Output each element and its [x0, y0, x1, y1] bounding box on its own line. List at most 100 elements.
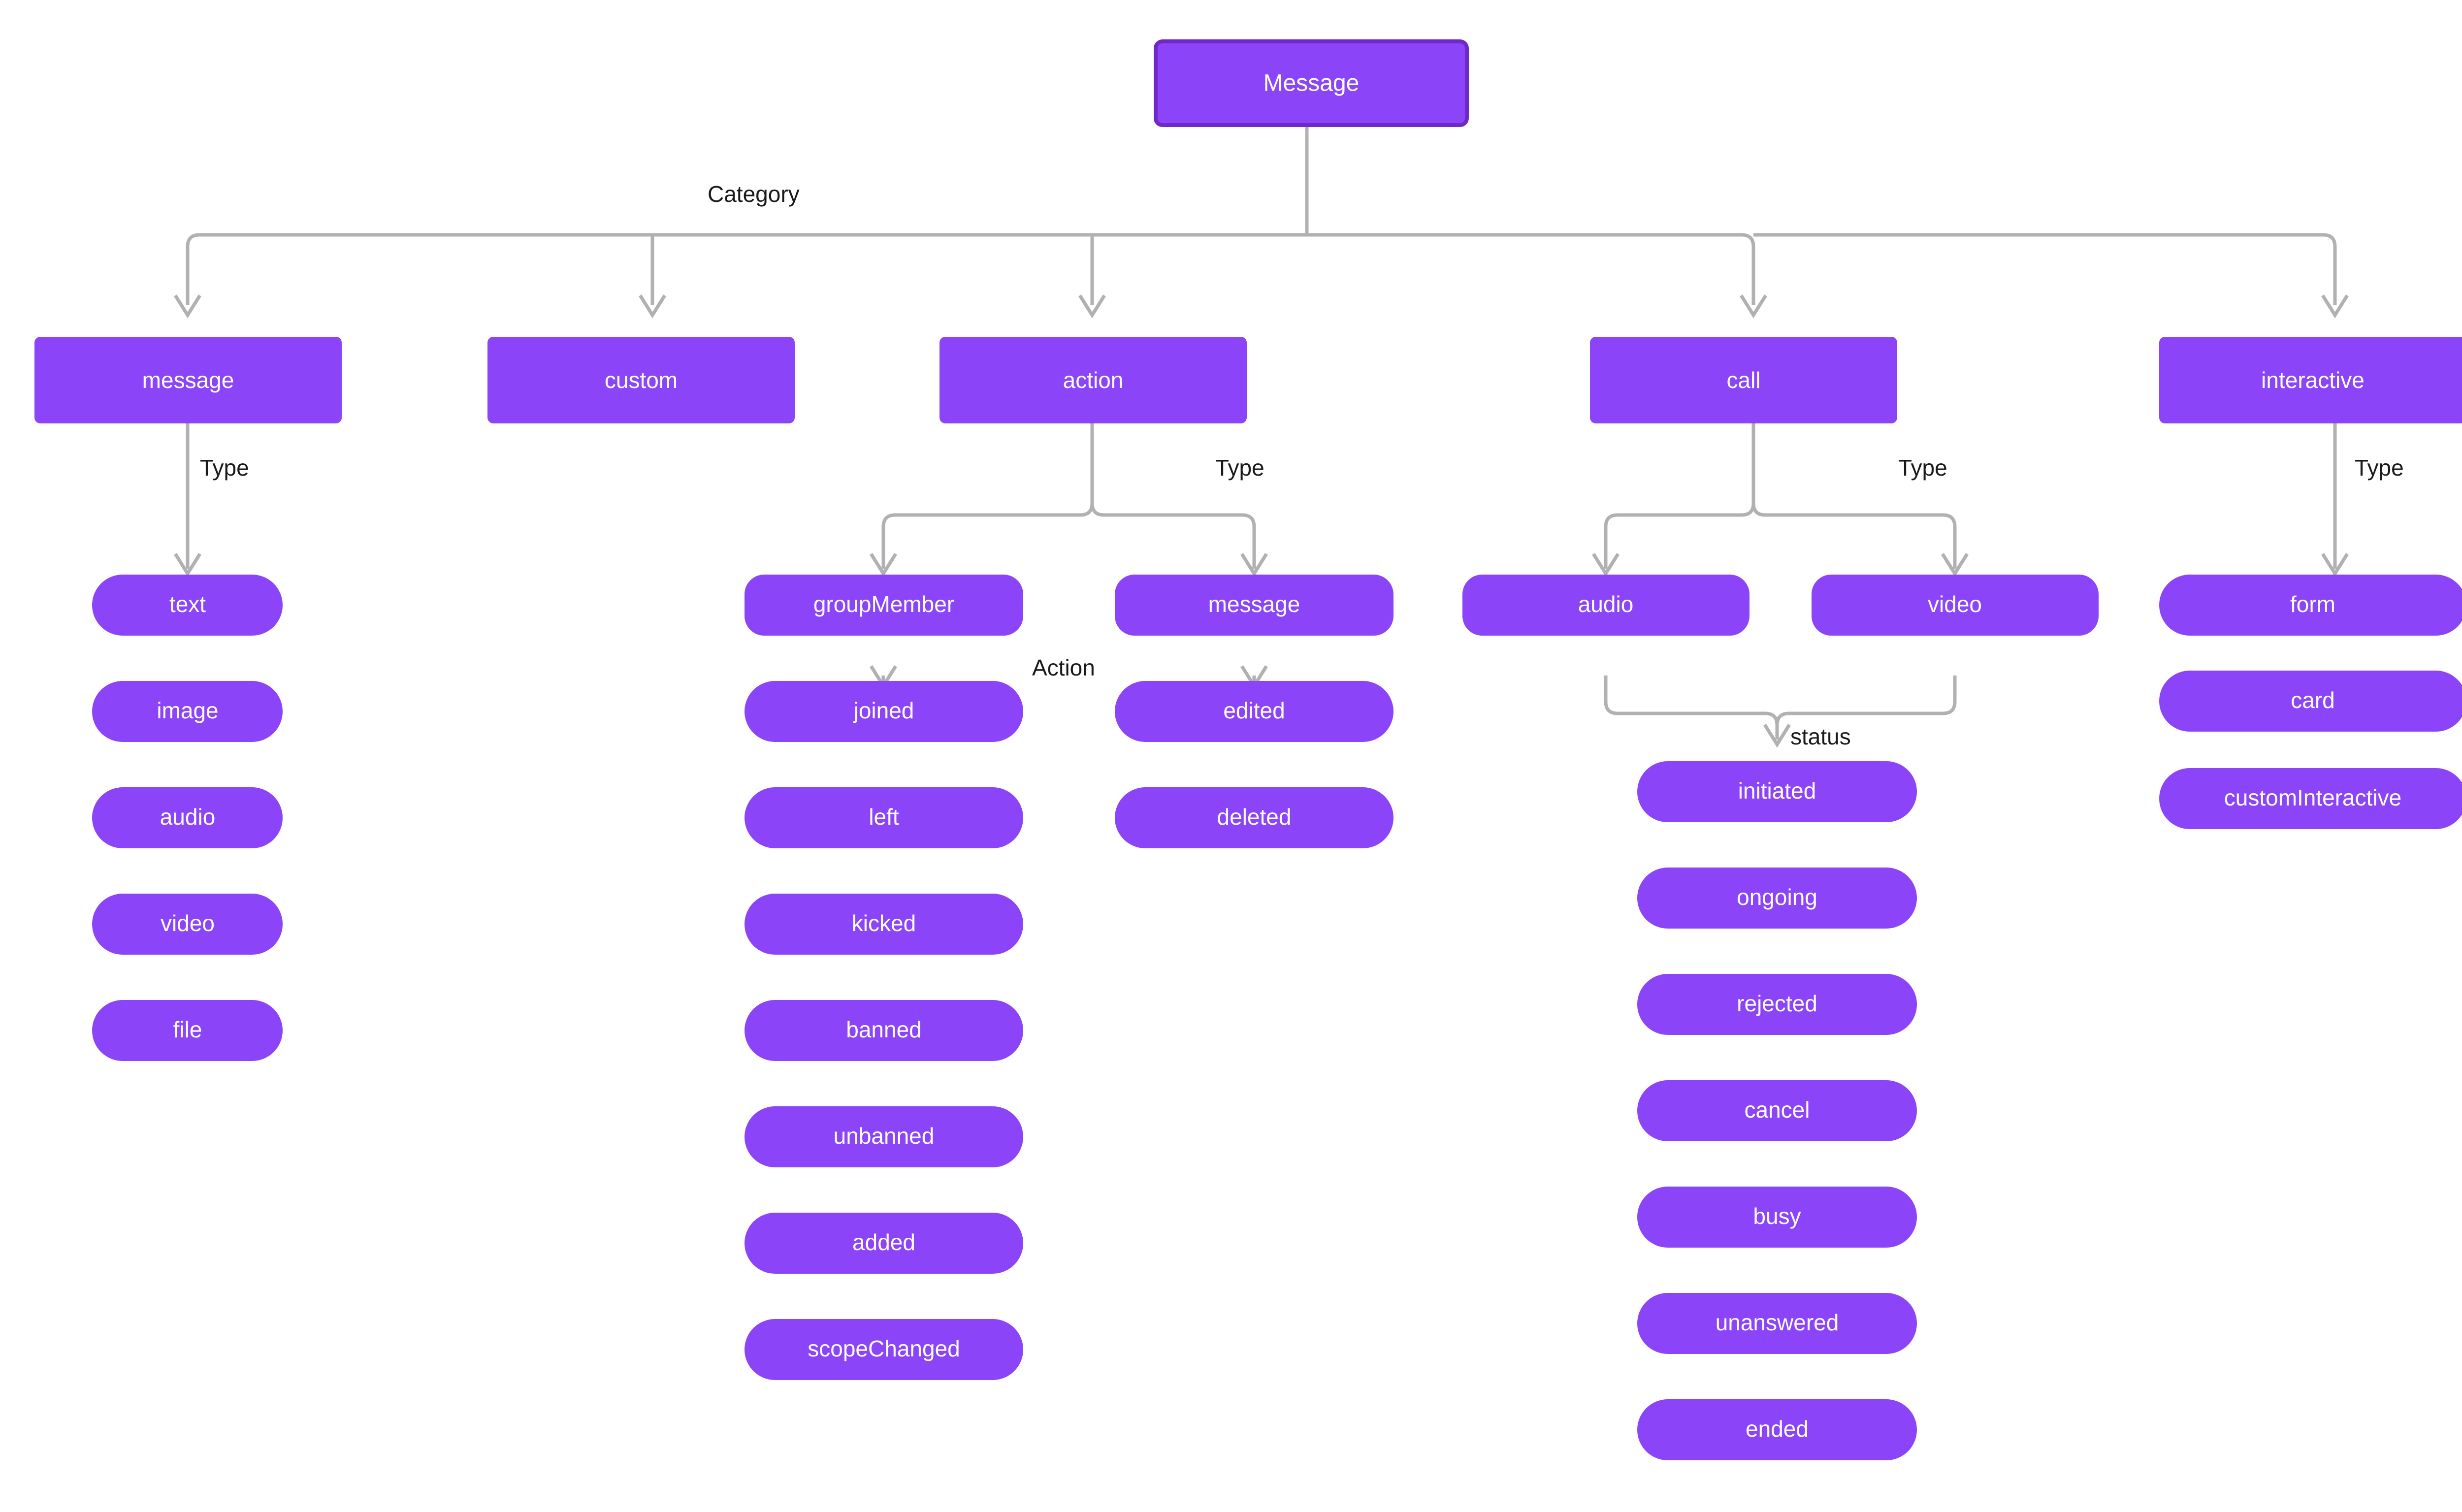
node-action-type-message-label: message [1208, 591, 1300, 617]
node-groupmember-action-joined-shape[interactable] [745, 681, 1023, 742]
arrowhead-custom [639, 294, 666, 319]
node-category-action-shape[interactable] [939, 337, 1247, 423]
node-message-type-image-shape[interactable] [92, 681, 283, 742]
node-category-custom-shape[interactable] [487, 337, 795, 423]
node-message-action-edited-shape[interactable] [1115, 681, 1393, 742]
arrowhead-message [174, 294, 201, 319]
node-message-action-deleted[interactable]: deleted [1115, 787, 1393, 848]
node-call-status-busy-shape[interactable] [1637, 1187, 1917, 1248]
node-groupmember-action-unbanned-shape[interactable] [745, 1106, 1023, 1167]
node-category-message[interactable]: message [34, 337, 342, 423]
node-interactive-type-custominteractive[interactable]: customInteractive [2159, 768, 2462, 829]
node-interactive-type-form[interactable]: form [2159, 575, 2462, 636]
node-interactive-type-form-shape[interactable] [2159, 575, 2462, 636]
node-category-action[interactable]: action [939, 337, 1247, 423]
edge-label-status: status [1790, 724, 1851, 749]
node-groupmember-action-left[interactable]: left [745, 787, 1023, 848]
arrowhead-groupmember [870, 553, 897, 577]
node-category-custom[interactable]: custom [487, 337, 795, 423]
node-groupmember-action-added-shape[interactable] [745, 1213, 1023, 1274]
node-message-action-deleted-label: deleted [1217, 804, 1292, 830]
node-message-action-deleted-shape[interactable] [1115, 787, 1393, 848]
node-interactive-type-card[interactable]: card [2159, 671, 2462, 732]
node-call-status-ended-shape[interactable] [1637, 1399, 1917, 1460]
arrowhead-action-message [1240, 553, 1268, 577]
node-call-type-audio-shape[interactable] [1462, 575, 1749, 636]
node-message-type-audio-shape[interactable] [92, 787, 283, 848]
node-call-status-ongoing[interactable]: ongoing [1637, 868, 1917, 929]
arrowhead-call-audio [1592, 553, 1620, 577]
edge-label-layer: Category Type Type Action Type status Ty… [200, 181, 2404, 749]
node-message-type-video[interactable]: video [92, 894, 283, 955]
node-action-type-message[interactable]: message [1115, 575, 1393, 636]
node-call-type-video[interactable]: video [1812, 575, 2099, 636]
node-action-type-groupmember[interactable]: groupMember [745, 575, 1023, 636]
node-message-action-edited-label: edited [1223, 698, 1285, 723]
node-call-type-video-shape[interactable] [1812, 575, 2099, 636]
node-call-status-unanswered[interactable]: unanswered [1637, 1293, 1917, 1354]
node-message-type-image[interactable]: image [92, 681, 283, 742]
node-groupmember-action-kicked[interactable]: kicked [745, 894, 1023, 955]
edge-category-bus [186, 233, 1307, 305]
edge-action-to-groupmember [881, 503, 1094, 569]
node-groupmember-action-scopechanged[interactable]: scopeChanged [745, 1319, 1023, 1380]
node-call-status-initiated-shape[interactable] [1637, 761, 1917, 822]
node-call-status-rejected-shape[interactable] [1637, 974, 1917, 1035]
node-message-type-video-shape[interactable] [92, 894, 283, 955]
node-groupmember-action-added[interactable]: added [745, 1213, 1023, 1274]
node-groupmember-action-added-label: added [852, 1229, 915, 1255]
node-root-message-shape[interactable] [1154, 39, 1469, 127]
node-action-type-groupmember-shape[interactable] [745, 575, 1023, 636]
node-call-status-cancel-shape[interactable] [1637, 1080, 1917, 1141]
edge-bus-to-call [1307, 233, 1755, 305]
node-call-status-cancel[interactable]: cancel [1637, 1080, 1917, 1141]
node-interactive-type-custominteractive-shape[interactable] [2159, 768, 2462, 829]
node-groupmember-action-scopechanged-shape[interactable] [745, 1319, 1023, 1380]
arrowhead-text [174, 553, 201, 577]
edge-label-type-action: Type [1215, 455, 1264, 481]
edge-audio-to-status [1604, 676, 1779, 740]
node-action-type-message-shape[interactable] [1115, 575, 1393, 636]
arrowhead-call [1740, 294, 1767, 319]
node-message-type-image-label: image [157, 698, 218, 723]
node-message-type-text-shape[interactable] [92, 575, 283, 636]
node-category-call[interactable]: call [1590, 337, 1897, 423]
node-category-message-label: message [142, 367, 234, 393]
node-call-type-video-label: video [1928, 591, 1982, 617]
node-message-type-file-shape[interactable] [92, 1000, 283, 1061]
node-action-type-groupmember-label: groupMember [813, 591, 954, 617]
node-category-message-shape[interactable] [34, 337, 342, 423]
node-call-type-audio[interactable]: audio [1462, 575, 1749, 636]
node-message-action-edited[interactable]: edited [1115, 681, 1393, 742]
node-call-status-initiated[interactable]: initiated [1637, 761, 1917, 822]
node-groupmember-action-kicked-shape[interactable] [745, 894, 1023, 955]
node-call-status-busy[interactable]: busy [1637, 1187, 1917, 1248]
node-call-status-busy-label: busy [1753, 1203, 1801, 1229]
node-category-call-shape[interactable] [1590, 337, 1897, 423]
node-call-status-ended[interactable]: ended [1637, 1399, 1917, 1460]
node-groupmember-action-joined[interactable]: joined [745, 681, 1023, 742]
edge-call-to-audio [1604, 503, 1755, 569]
node-category-interactive[interactable]: interactive [2159, 337, 2462, 423]
node-message-type-audio[interactable]: audio [92, 787, 283, 848]
node-root-message[interactable]: Message [1154, 39, 1469, 127]
node-interactive-type-card-shape[interactable] [2159, 671, 2462, 732]
node-message-type-text[interactable]: text [92, 575, 283, 636]
node-groupmember-action-banned-shape[interactable] [745, 1000, 1023, 1061]
node-call-status-rejected[interactable]: rejected [1637, 974, 1917, 1035]
node-call-status-unanswered-shape[interactable] [1637, 1293, 1917, 1354]
arrowhead-form [2321, 553, 2349, 577]
edge-layer [174, 127, 2349, 748]
arrowhead-call-video [1941, 553, 1969, 577]
node-category-interactive-shape[interactable] [2159, 337, 2462, 423]
node-message-type-text-label: text [169, 591, 206, 617]
node-call-status-ongoing-shape[interactable] [1637, 868, 1917, 929]
node-category-action-label: action [1063, 367, 1124, 393]
node-groupmember-action-unbanned[interactable]: unbanned [745, 1106, 1023, 1167]
node-groupmember-action-left-label: left [869, 804, 899, 830]
node-groupmember-action-banned[interactable]: banned [745, 1000, 1023, 1061]
edge-video-to-status [1775, 676, 1957, 740]
node-message-type-file[interactable]: file [92, 1000, 283, 1061]
node-interactive-type-card-label: card [2291, 687, 2334, 713]
node-groupmember-action-left-shape[interactable] [745, 787, 1023, 848]
